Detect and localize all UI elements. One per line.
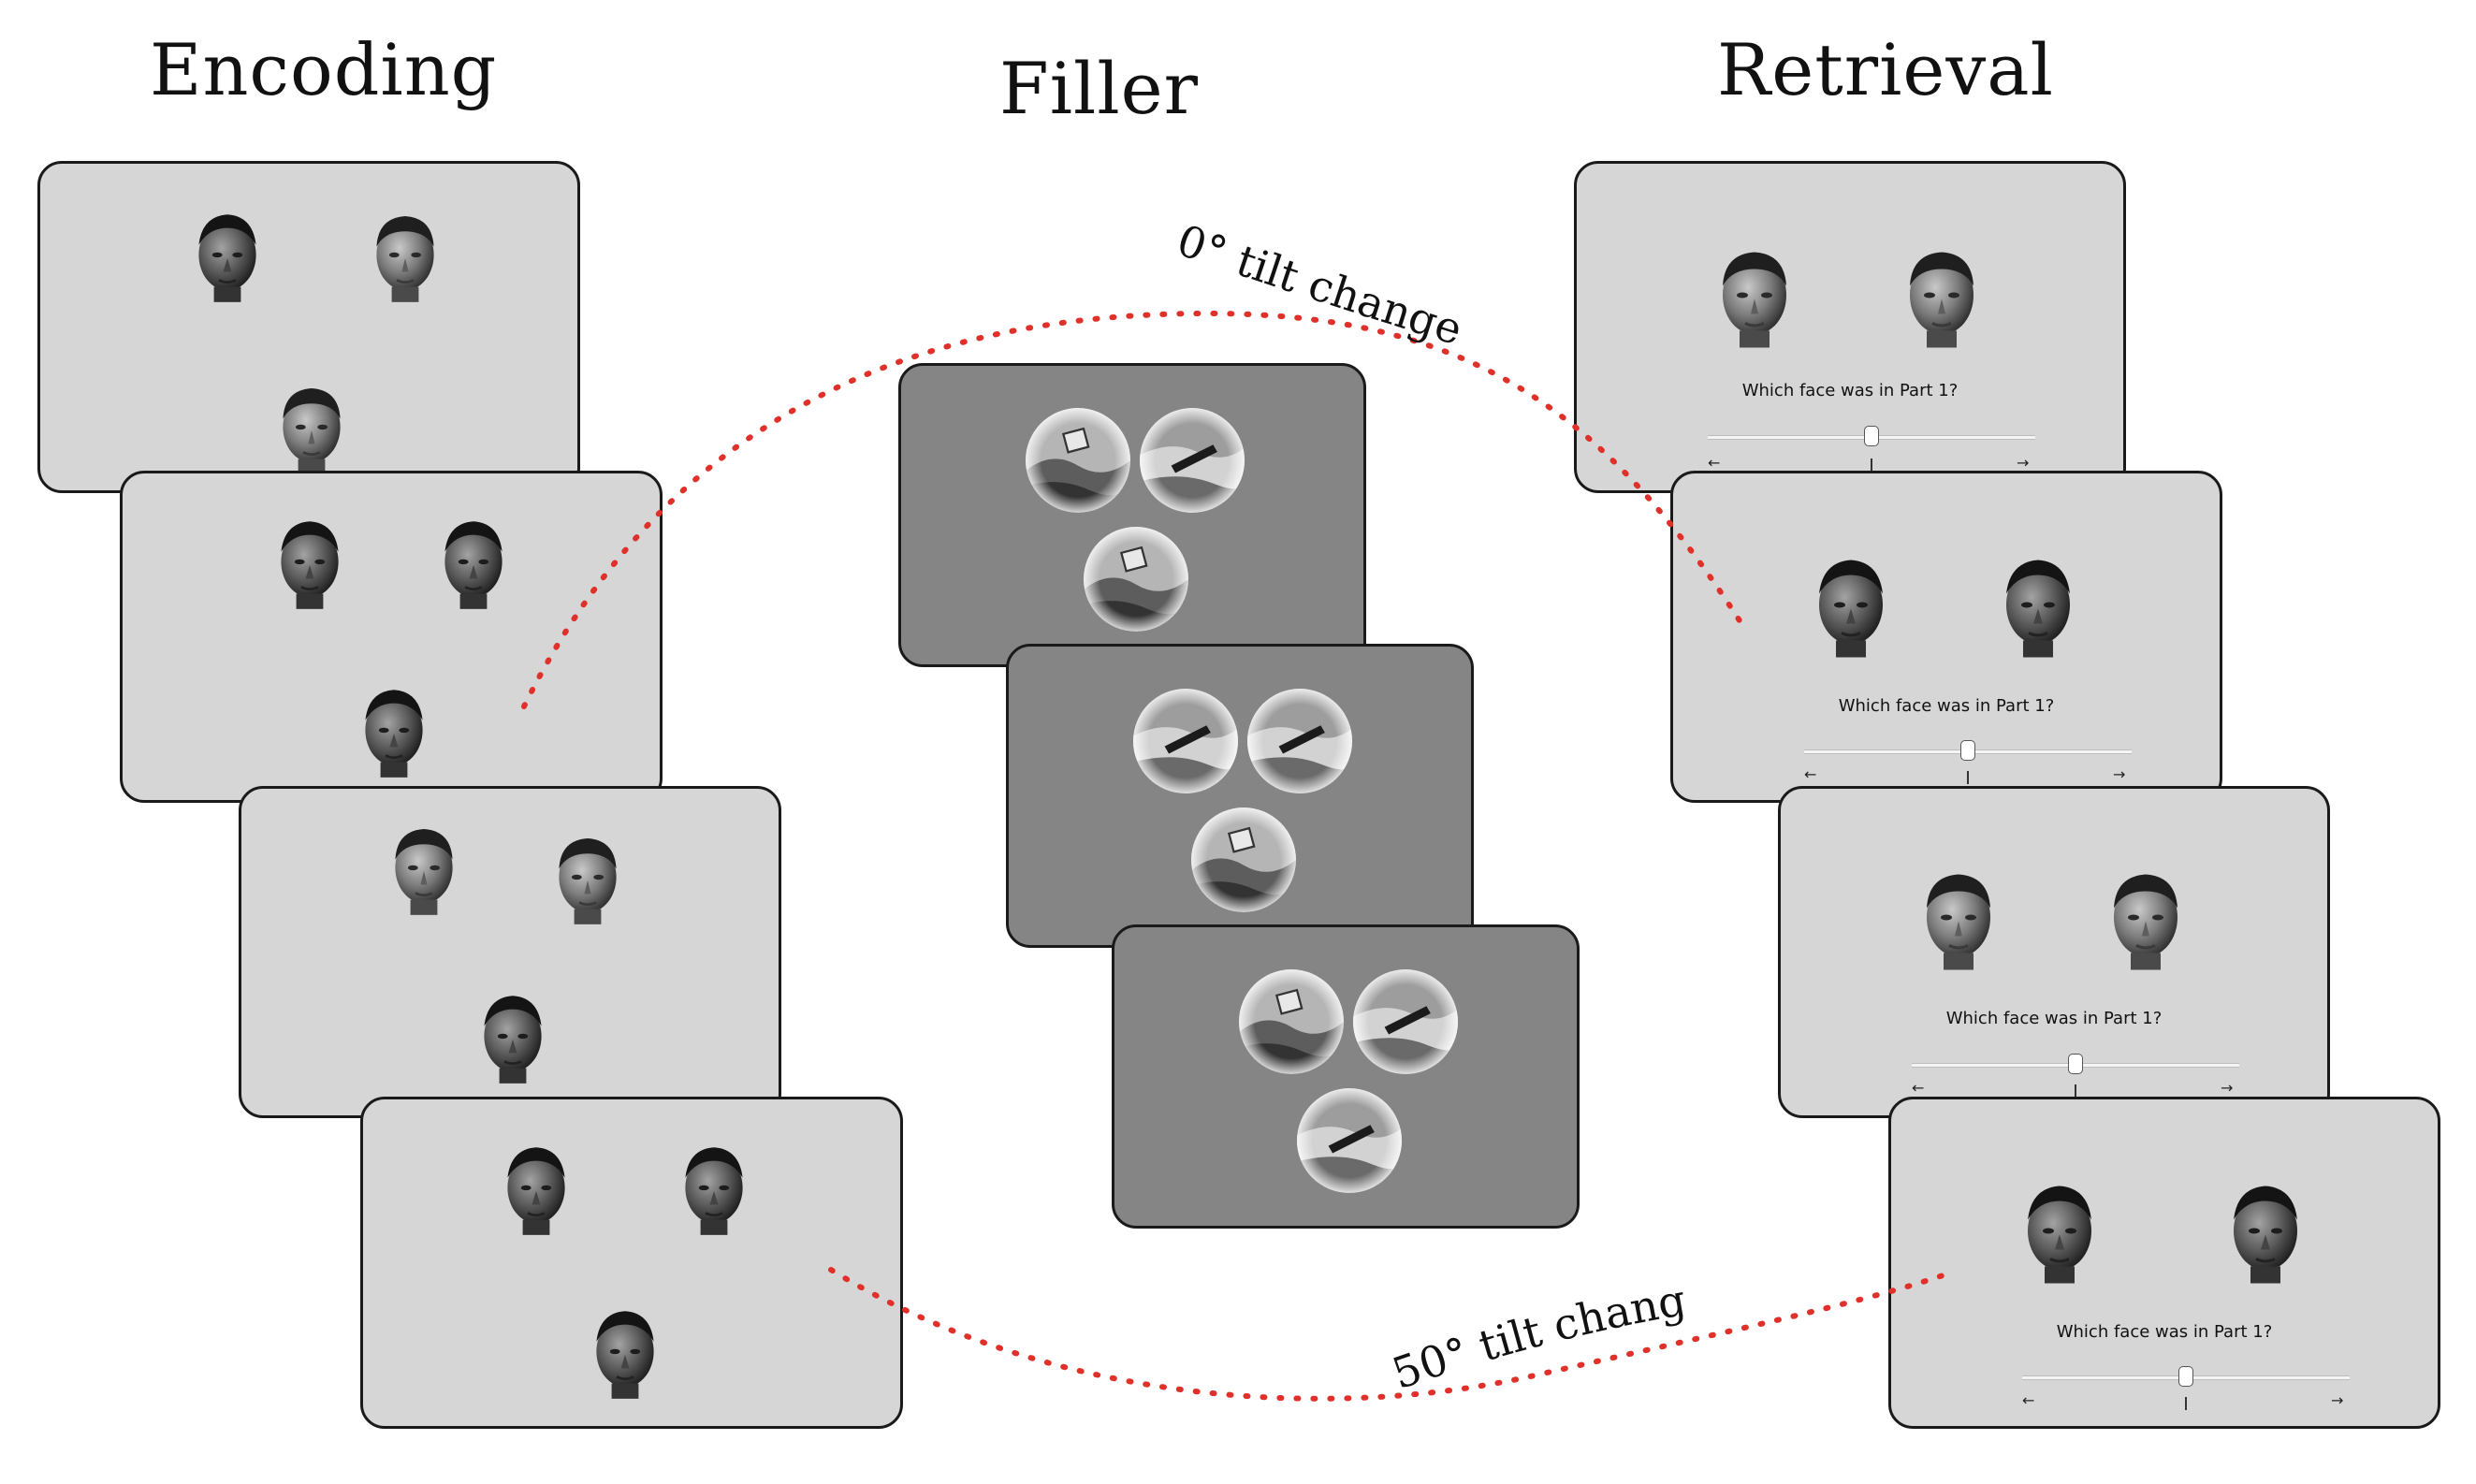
left-arrow-label: ← [1912,1079,1925,1097]
bottom-connector-curve [828,1267,1954,1402]
slider-midpoint-tick [2185,1397,2187,1410]
response-slider-handle[interactable] [1864,426,1879,446]
retrieval-heading: Retrieval [1717,28,2054,111]
left-arrow-label: ← [2022,1391,2035,1409]
svg-text:0° tilt change: 0° tilt change [1171,214,1468,355]
filler-screen-1 [898,363,1366,667]
encoding-screen-2 [120,471,663,803]
tilt-change-bottom-label: 50° tilt change [0,0,1689,1399]
filler-screen-2 [1006,644,1474,948]
top-connector-curve [521,310,1745,709]
response-slider-handle[interactable] [1960,740,1975,761]
filler-screen-3 [1112,924,1580,1229]
response-slider-handle[interactable] [2178,1366,2193,1387]
retrieval-screen-2: Which face was in Part 1? ← → [1670,471,2222,803]
retrieval-screen-1: Which face was in Part 1? ← → [1574,161,2126,493]
slider-midpoint-tick [1967,771,1969,784]
retrieval-question: Which face was in Part 1? [1741,381,1959,400]
right-arrow-label: → [2221,1079,2234,1097]
filler-heading: Filler [999,47,1199,130]
right-arrow-label: → [2017,454,2030,472]
right-arrow-label: → [2113,765,2126,783]
retrieval-question: Which face was in Part 1? [1838,696,2055,716]
encoding-screen-1 [37,161,580,493]
left-arrow-label: ← [1804,765,1817,783]
right-arrow-label: → [2331,1391,2344,1409]
response-slider-handle[interactable] [2068,1054,2083,1074]
left-arrow-label: ← [1708,454,1721,472]
retrieval-question: Which face was in Part 1? [2056,1322,2273,1342]
encoding-screen-4 [360,1097,903,1429]
slider-midpoint-tick [2075,1084,2076,1098]
retrieval-question: Which face was in Part 1? [1945,1009,2163,1028]
encoding-heading: Encoding [150,28,498,111]
slider-midpoint-tick [1871,458,1872,472]
retrieval-screen-3: Which face was in Part 1? ← → [1778,786,2330,1118]
svg-text:50° tilt change: 50° tilt change [0,0,1689,1399]
tilt-change-top-label: 0° tilt change [1171,214,1468,355]
retrieval-screen-4: Which face was in Part 1? ← → [1888,1097,2440,1429]
